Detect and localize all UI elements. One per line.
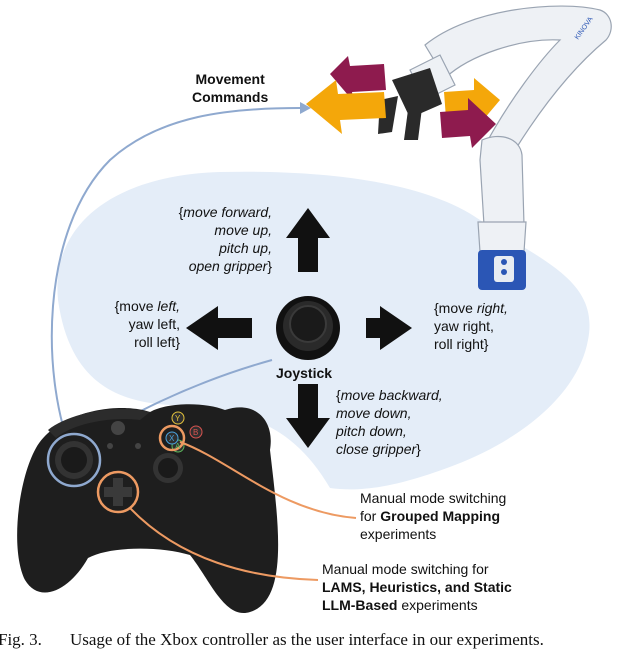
dpad-ring	[96, 470, 140, 514]
grouped-note-line: Manual mode switching	[360, 490, 507, 506]
gripper-finger-right	[404, 108, 422, 140]
left-command-text: {move	[114, 298, 158, 314]
controller-bumper	[48, 408, 150, 438]
movement-commands-line: Movement	[195, 71, 265, 87]
left-command-line: roll left}	[88, 333, 180, 351]
right-command-label: {move right, yaw right, roll right}	[434, 299, 508, 353]
down-command-text: move backward,	[340, 387, 443, 403]
button-y	[171, 411, 185, 425]
left-command-text: left,	[157, 298, 180, 314]
lams-note-line: LAMS, Heuristics, and Static	[322, 579, 512, 595]
xbox-logo-icon	[111, 421, 125, 435]
caption-label: Fig. 3.	[0, 630, 42, 649]
up-command-text: move forward,	[183, 204, 272, 220]
arm-link-top	[424, 5, 612, 151]
up-command-line: pitch up,	[160, 239, 272, 257]
grouped-note-text: for	[360, 508, 381, 524]
brace-close: }	[175, 334, 180, 350]
left-stick-cap	[61, 447, 87, 473]
arrow-down	[286, 384, 330, 448]
caption-text: Usage of the Xbox controller as the user…	[69, 630, 544, 649]
maroon-arrow-right	[440, 98, 496, 148]
down-command-text: pitch down,	[336, 423, 407, 439]
up-command-label: {move forward, move up, pitch up, open g…	[160, 203, 272, 275]
left-stick-ring	[46, 432, 102, 488]
up-command-line: {move forward,	[160, 203, 272, 221]
menu-button	[135, 443, 141, 449]
lams-note-bold: LLM-Based	[322, 597, 398, 613]
right-command-line: roll right}	[434, 335, 508, 353]
button-y-label: Y	[175, 414, 181, 423]
down-command-line: pitch down,	[336, 422, 443, 440]
brace-close: }	[416, 441, 421, 457]
brace-open: {	[336, 387, 341, 403]
connector-arrowhead	[300, 102, 311, 114]
down-command-line: {move backward,	[336, 386, 443, 404]
button-a-label: A	[175, 442, 181, 451]
right-command-text: yaw right,	[434, 318, 494, 334]
grouped-mapping-connector	[179, 441, 357, 519]
right-command-line: yaw right,	[434, 317, 508, 335]
xbox-controller: Y X B A	[17, 404, 279, 614]
lams-note-line: LLM-Based experiments	[322, 596, 512, 614]
joystick-connector-line	[50, 107, 301, 459]
right-stick-cap	[158, 458, 178, 478]
up-command-text: open gripper	[188, 258, 268, 274]
down-command-text: close gripper	[336, 441, 417, 457]
left-command-label: {move left, yaw left, roll left}	[88, 297, 180, 351]
up-command-line: move up,	[160, 221, 272, 239]
right-command-text: right,	[476, 300, 508, 316]
orange-arrow-left	[306, 80, 386, 134]
down-command-line: close gripper}	[336, 440, 443, 458]
lams-note-line: Manual mode switching for	[322, 561, 489, 577]
lams-note: Manual mode switching for LAMS, Heuristi…	[322, 560, 512, 614]
brace-close: }	[267, 258, 272, 274]
button-x-label: X	[169, 434, 175, 443]
left-command-text: roll left	[134, 334, 176, 350]
button-x	[165, 431, 179, 445]
joystick-label: Joystick	[276, 365, 333, 381]
brace-close: }	[483, 336, 489, 352]
arrow-left	[186, 306, 252, 350]
figure-caption: Fig. 3. Usage of the Xbox controller as t…	[0, 630, 640, 650]
lams-connector	[129, 507, 319, 581]
right-command-line: {move right,	[434, 299, 508, 317]
left-command-text: yaw left,	[128, 316, 180, 332]
movement-commands-label: Movement Commands	[192, 70, 268, 106]
right-command-text: {move	[434, 300, 477, 316]
arrow-right	[366, 306, 412, 350]
button-b-label: B	[193, 428, 198, 437]
arm-base-button	[501, 269, 507, 275]
button-x-ring	[158, 424, 186, 452]
down-command-label: {move backward, move down, pitch down, c…	[336, 386, 443, 458]
up-command-text: move up,	[214, 222, 272, 238]
maroon-arrow-left	[330, 56, 386, 102]
right-command-text: roll right	[434, 336, 484, 352]
arm-base	[477, 221, 527, 253]
button-b	[189, 425, 203, 439]
arm-base-button	[501, 259, 507, 265]
dpad-icon	[104, 478, 132, 506]
gripper-body	[392, 68, 442, 118]
down-command-line: move down,	[336, 404, 443, 422]
movement-commands-line: Commands	[192, 89, 269, 105]
up-command-line: open gripper}	[160, 257, 272, 275]
joystick-icon	[276, 296, 340, 360]
up-command-text: pitch up,	[219, 240, 272, 256]
left-command-line: {move left,	[88, 297, 180, 315]
left-command-line: yaw left,	[88, 315, 180, 333]
lams-note-text: experiments	[397, 597, 478, 613]
down-command-text: move down,	[336, 405, 412, 421]
grouped-mapping-note: Manual mode switching for Grouped Mappin…	[360, 489, 506, 543]
grouped-note-bold: Grouped Mapping	[380, 508, 500, 524]
arm-link-mid	[479, 135, 525, 226]
view-button	[107, 443, 113, 449]
grouped-note-line: experiments	[360, 526, 437, 542]
brace-open: {	[178, 204, 184, 220]
arrow-up	[286, 208, 330, 272]
grouped-note-line: for Grouped Mapping	[360, 507, 506, 525]
